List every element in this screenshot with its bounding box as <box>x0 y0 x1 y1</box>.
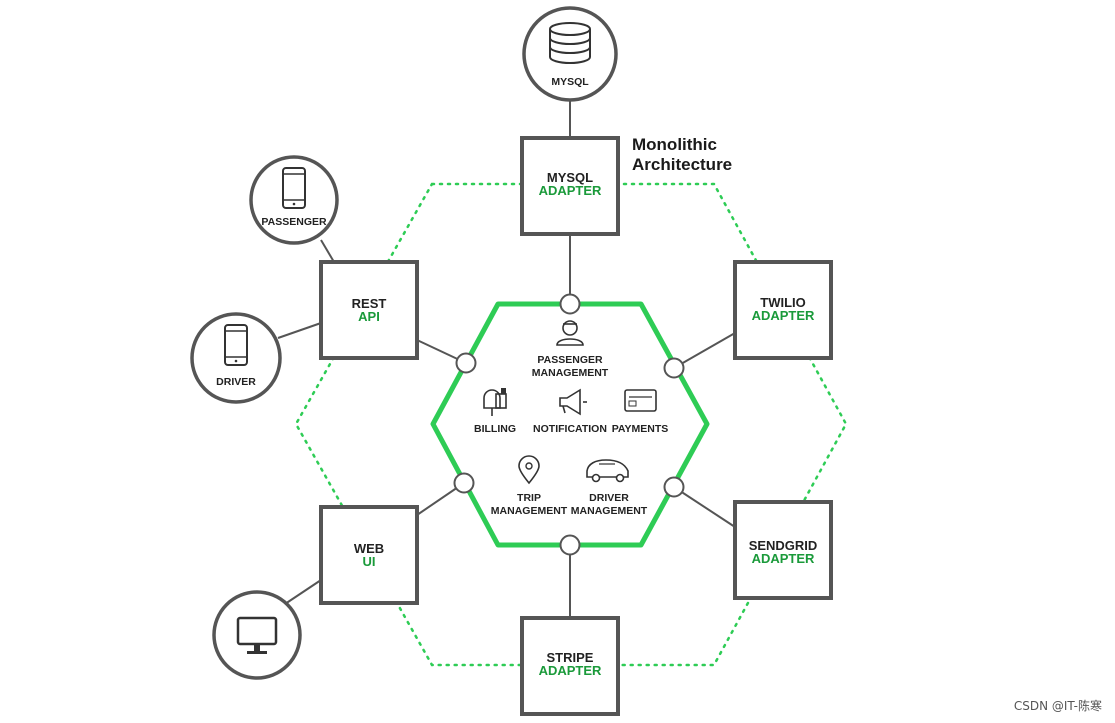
port-upper-right <box>663 357 685 379</box>
passenger-management-line1: PASSENGER <box>537 354 603 366</box>
sendgrid-adapter-subtitle: ADAPTER <box>752 551 815 566</box>
trip-management-line2: MANAGEMENT <box>491 505 568 517</box>
port-top <box>559 293 581 315</box>
megaphone-icon <box>559 388 587 416</box>
payments-module: PAYMENTS <box>612 389 669 435</box>
driver-label: DRIVER <box>216 376 256 388</box>
location-pin-icon <box>518 455 540 485</box>
watermark: CSDN @IT-陈寒 <box>1014 698 1102 713</box>
car-icon <box>586 459 629 483</box>
passenger-label: PASSENGER <box>261 216 327 228</box>
diagram-title-line1: Monolithic <box>632 135 717 154</box>
hexagon-ports <box>453 293 685 556</box>
driver-node: DRIVER <box>190 312 282 404</box>
payments-label: PAYMENTS <box>612 423 669 435</box>
rest-api-title: REST <box>352 296 387 311</box>
phone-icon <box>282 167 306 209</box>
port-lower-left <box>453 472 475 494</box>
mysql-adapter-title: MYSQL <box>547 170 593 185</box>
port-lower-right <box>663 476 685 498</box>
phone-icon <box>224 324 248 366</box>
notification-label: NOTIFICATION <box>533 423 607 435</box>
twilio-adapter-subtitle: ADAPTER <box>752 308 815 323</box>
person-icon <box>556 320 584 346</box>
driver-management-module: DRIVER MANAGEMENT <box>571 459 648 517</box>
driver-management-line1: DRIVER <box>589 492 629 504</box>
passenger-management-line2: MANAGEMENT <box>532 367 609 379</box>
mysql-adapter-box: MYSQL ADAPTER <box>520 136 620 236</box>
billing-label: BILLING <box>474 423 516 435</box>
database-icon <box>549 22 591 64</box>
web-ui-subtitle: UI <box>363 554 376 569</box>
port-bottom <box>559 534 581 556</box>
trip-management-module: TRIP MANAGEMENT <box>491 455 568 517</box>
web-ui-title: WEB <box>354 541 384 556</box>
driver-management-line2: MANAGEMENT <box>571 505 648 517</box>
stripe-adapter-subtitle: ADAPTER <box>539 663 602 678</box>
passenger-node: PASSENGER <box>249 155 339 245</box>
stripe-adapter-title: STRIPE <box>547 650 594 665</box>
diagram-title-line2: Architecture <box>632 155 732 174</box>
browser-node <box>212 579 322 680</box>
rest-api-subtitle: API <box>358 309 380 324</box>
credit-card-icon <box>624 389 657 412</box>
passenger-management-module: PASSENGER MANAGEMENT <box>532 320 609 379</box>
port-upper-left <box>455 352 477 374</box>
mysql-adapter-subtitle: ADAPTER <box>539 183 602 198</box>
twilio-adapter-title: TWILIO <box>760 295 806 310</box>
application-core-hexagon <box>430 301 710 548</box>
mysql-db-label: MYSQL <box>551 76 589 88</box>
billing-module: BILLING <box>474 388 516 435</box>
twilio-adapter-box: TWILIO ADAPTER <box>733 260 833 360</box>
sendgrid-adapter-box: SENDGRID ADAPTER <box>733 500 833 600</box>
stripe-adapter-box: STRIPE ADAPTER <box>520 616 620 716</box>
outer-dotted-hexagon <box>294 182 848 667</box>
rest-api-box: REST API <box>319 260 419 360</box>
notification-module: NOTIFICATION <box>533 388 607 435</box>
web-ui-box: WEB UI <box>319 505 419 605</box>
trip-management-line1: TRIP <box>517 492 541 504</box>
monitor-icon <box>236 616 278 654</box>
mailbox-icon <box>483 388 507 416</box>
mysql-database-node: MYSQL <box>522 6 618 102</box>
sendgrid-adapter-title: SENDGRID <box>749 538 818 553</box>
